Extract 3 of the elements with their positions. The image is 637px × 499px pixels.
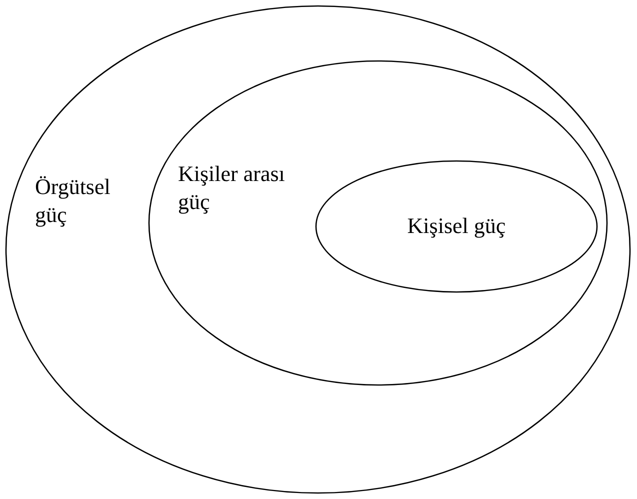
ellipse-label: Kişisel güç	[406, 212, 507, 240]
ellipse-label: Örgütsel güç	[35, 173, 112, 229]
ellipse-label: Kişiler arası güç	[178, 160, 286, 216]
